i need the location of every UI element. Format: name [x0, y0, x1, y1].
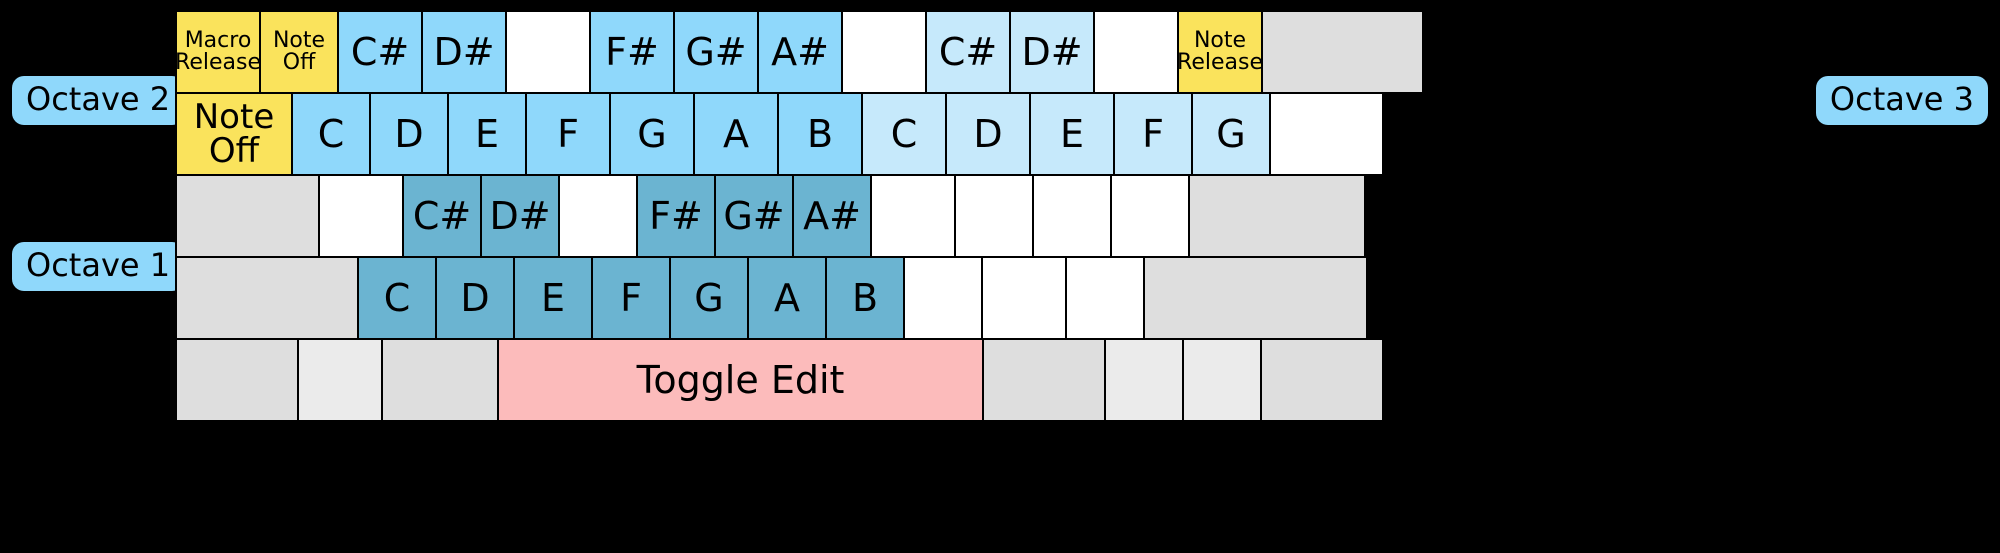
- key-inactive-6: [175, 338, 299, 422]
- key-o1-c[interactable]: C: [357, 256, 437, 340]
- key-blank-2: [841, 10, 927, 94]
- keyboard-row-modifier-row: Toggle Edit: [175, 338, 1390, 422]
- key-inactive-11: [1182, 338, 1262, 422]
- keyboard-row-middle-letter-row: C#D# F#G#A#: [175, 174, 1390, 258]
- key-o2-d[interactable]: D: [369, 92, 449, 176]
- key-o2-a[interactable]: A: [693, 92, 779, 176]
- key-o3-d-sharp[interactable]: D#: [1009, 10, 1095, 94]
- key-o1-b[interactable]: B: [825, 256, 905, 340]
- key-inactive-7: [297, 338, 383, 422]
- key-inactive-9: [982, 338, 1106, 422]
- key-inactive-2: [175, 174, 320, 258]
- key-blank-13: [1065, 256, 1145, 340]
- key-inactive-4: [175, 256, 359, 340]
- key-blank-3: [1093, 10, 1179, 94]
- key-blank-1: [505, 10, 591, 94]
- key-o1-d[interactable]: D: [435, 256, 515, 340]
- key-o2-e[interactable]: E: [447, 92, 527, 176]
- key-o1-a[interactable]: A: [747, 256, 827, 340]
- key-o2-g-sharp[interactable]: G#: [673, 10, 759, 94]
- key-note-release[interactable]: Note Release: [1177, 10, 1263, 94]
- key-o2-c[interactable]: C: [291, 92, 371, 176]
- key-blank-11: [903, 256, 983, 340]
- key-note-off-upper[interactable]: Note Off: [259, 10, 339, 94]
- key-o3-c-sharp[interactable]: C#: [925, 10, 1011, 94]
- key-o2-a-sharp[interactable]: A#: [757, 10, 843, 94]
- key-o2-c-sharp[interactable]: C#: [337, 10, 423, 94]
- key-blank-9: [1032, 174, 1112, 258]
- key-o1-f-sharp[interactable]: F#: [636, 174, 716, 258]
- key-inactive-5: [1143, 256, 1368, 340]
- key-inactive-8: [381, 338, 499, 422]
- octave-2-badge: Octave 2: [12, 76, 185, 125]
- key-blank-7: [870, 174, 956, 258]
- key-o2-f[interactable]: F: [525, 92, 611, 176]
- key-o2-f-sharp[interactable]: F#: [589, 10, 675, 94]
- key-blank-8: [954, 174, 1034, 258]
- key-inactive-3: [1188, 174, 1366, 258]
- key-o3-f[interactable]: F: [1113, 92, 1193, 176]
- key-inactive-10: [1104, 338, 1184, 422]
- key-o1-g[interactable]: G: [669, 256, 749, 340]
- key-inactive-12: [1260, 338, 1384, 422]
- key-o1-g-sharp[interactable]: G#: [714, 174, 794, 258]
- octave-3-badge: Octave 3: [1815, 76, 1988, 125]
- key-blank-4: [1269, 92, 1384, 176]
- key-o1-d-sharp[interactable]: D#: [480, 174, 560, 258]
- key-o2-b[interactable]: B: [777, 92, 863, 176]
- key-o3-g[interactable]: G: [1191, 92, 1271, 176]
- key-o3-e[interactable]: E: [1029, 92, 1115, 176]
- key-blank-5: [318, 174, 404, 258]
- key-o1-a-sharp[interactable]: A#: [792, 174, 872, 258]
- key-note-off-lower[interactable]: Note Off: [175, 92, 293, 176]
- key-toggle-edit[interactable]: Toggle Edit: [497, 338, 984, 422]
- key-blank-10: [1110, 174, 1190, 258]
- key-o1-c-sharp[interactable]: C#: [402, 174, 482, 258]
- key-o2-d-sharp[interactable]: D#: [421, 10, 507, 94]
- key-o1-e[interactable]: E: [513, 256, 593, 340]
- key-o3-d[interactable]: D: [945, 92, 1031, 176]
- key-o1-f[interactable]: F: [591, 256, 671, 340]
- key-inactive-1: [1261, 10, 1424, 94]
- key-blank-6: [558, 174, 638, 258]
- key-o2-g[interactable]: G: [609, 92, 695, 176]
- key-blank-12: [981, 256, 1067, 340]
- octave-1-badge: Octave 1: [12, 242, 185, 291]
- key-macro-release[interactable]: Macro Release: [175, 10, 261, 94]
- key-o3-c[interactable]: C: [861, 92, 947, 176]
